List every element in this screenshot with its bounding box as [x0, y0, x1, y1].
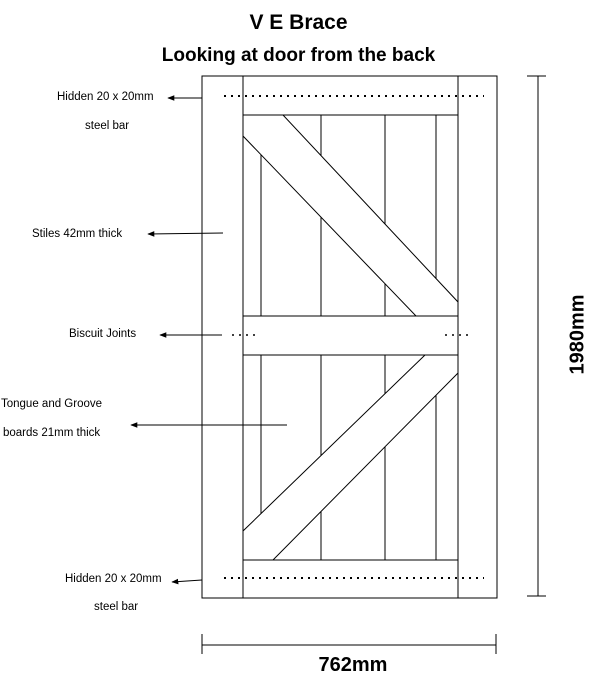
- diagram-subtitle: Looking at door from the back: [161, 45, 436, 66]
- tongue-groove-label-line1: Tongue and Groove: [1, 398, 103, 410]
- diagram-title: V E Brace: [249, 11, 348, 34]
- bottom-bar-arrow: [171, 578, 203, 585]
- right-stile: [457, 75, 498, 599]
- height-dimension-line: [527, 75, 546, 597]
- bottom-steel-bar-label-line2: steel bar: [94, 601, 139, 613]
- stiles-label: Stiles 42mm thick: [32, 228, 123, 240]
- biscuit-joints-label: Biscuit Joints: [69, 328, 137, 340]
- top-steel-bar-label-line2: steel bar: [85, 120, 130, 132]
- left-stile: [201, 75, 244, 599]
- tongue-groove-label-line2: boards 21mm thick: [3, 427, 101, 439]
- height-dimension-label: 1980mm: [566, 294, 589, 375]
- bottom-steel-bar-label-line1: Hidden 20 x 20mm: [65, 573, 162, 585]
- width-dimension-label: 762mm: [318, 654, 388, 676]
- middle-rail: [242, 315, 459, 356]
- stiles-arrow: [147, 231, 224, 237]
- top-steel-bar-label-line1: Hidden 20 x 20mm: [57, 91, 154, 103]
- width-dimension-line: [201, 634, 497, 654]
